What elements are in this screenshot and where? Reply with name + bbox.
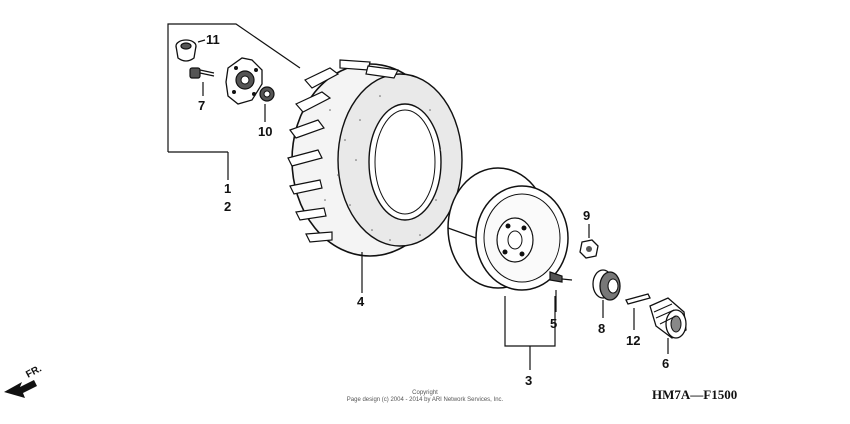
callout-5: 5 xyxy=(550,316,557,331)
wheel-rim-part[interactable] xyxy=(447,167,569,291)
wheel-cap-part[interactable] xyxy=(649,297,687,339)
diagram-code: HM7A—F1500 xyxy=(652,387,737,402)
copyright-line-2: Page design (c) 2004 - 2014 by ARI Netwo… xyxy=(347,397,504,403)
wheel-nut-part[interactable] xyxy=(579,239,599,259)
copyright-line-1: Copyright xyxy=(412,390,438,396)
callout-8: 8 xyxy=(598,321,605,336)
cotter-pin-part[interactable] xyxy=(625,293,651,305)
oil-seal-part[interactable] xyxy=(259,86,275,102)
callout-1: 1 xyxy=(224,181,231,196)
tire-part[interactable] xyxy=(287,59,463,257)
callout-12: 12 xyxy=(626,333,640,348)
callout-10: 10 xyxy=(258,124,272,139)
callout-4: 4 xyxy=(357,294,365,309)
hub-group-bracket xyxy=(167,23,301,180)
callout-6: 6 xyxy=(662,356,669,371)
bolt-part[interactable] xyxy=(189,67,215,79)
collar-part[interactable] xyxy=(175,39,197,62)
wheel-hub-part[interactable] xyxy=(225,57,263,105)
front-direction-label: FR. xyxy=(24,363,44,380)
callout-11: 11 xyxy=(206,32,220,47)
front-direction-arrow xyxy=(4,380,37,398)
callout-9: 9 xyxy=(583,208,590,223)
cap-adapter-part[interactable] xyxy=(592,269,621,301)
callout-3: 3 xyxy=(525,373,532,388)
callout-2: 2 xyxy=(224,199,231,214)
callout-7: 7 xyxy=(198,98,205,113)
valve-stem-part[interactable] xyxy=(549,271,573,283)
